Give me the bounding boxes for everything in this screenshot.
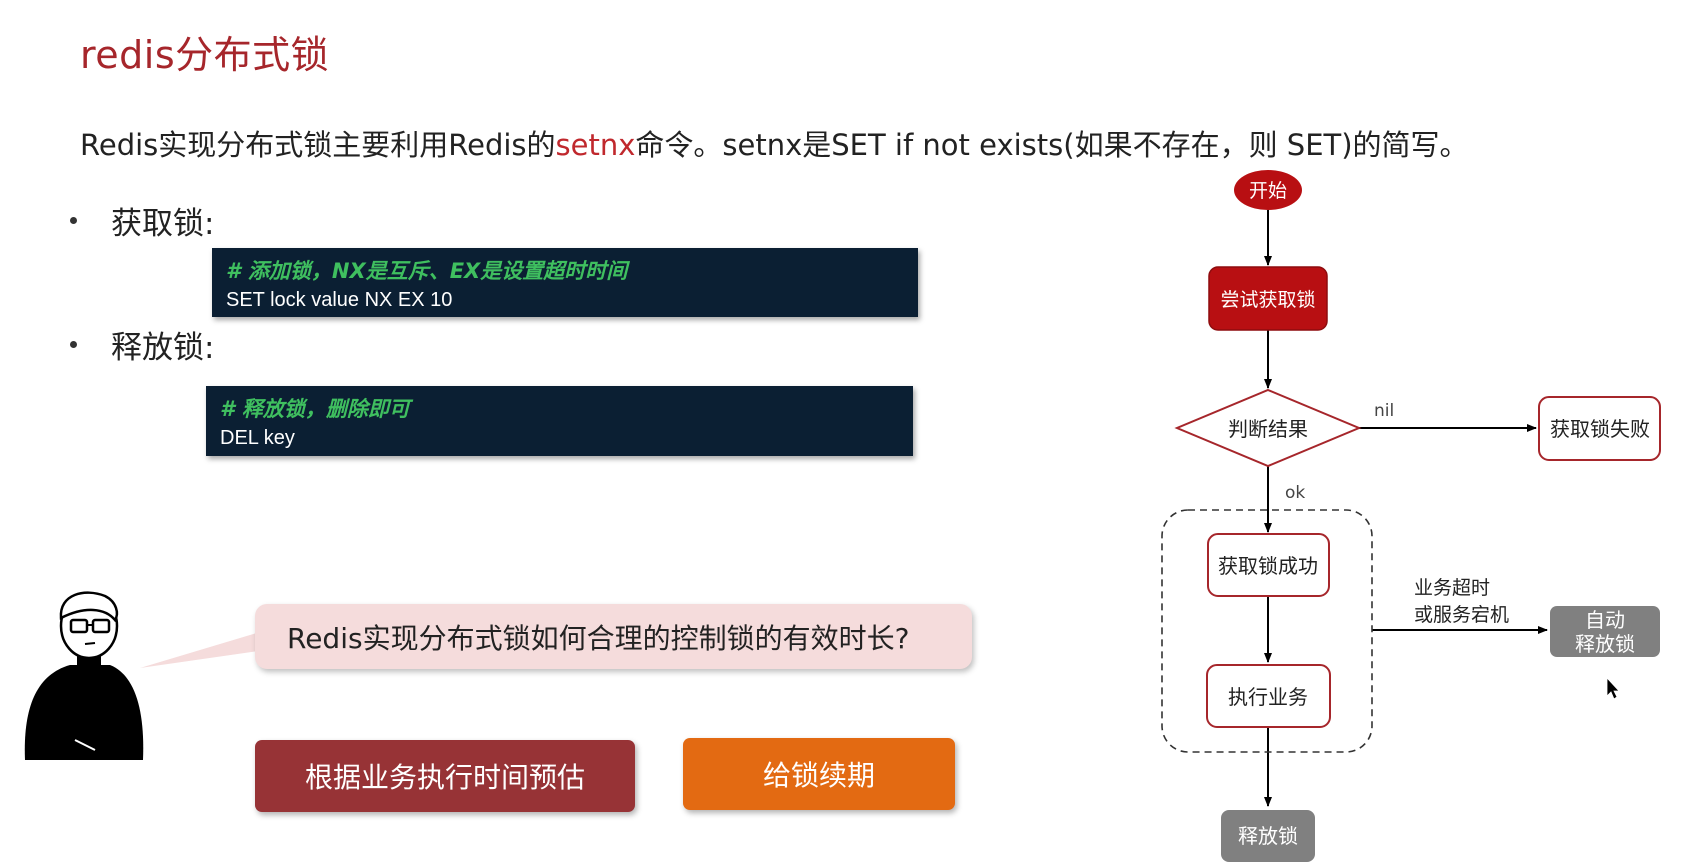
person-arm-line [74,739,96,751]
node-auto-release-label-1: 自动 [1585,608,1625,632]
node-try-acquire [1208,266,1328,331]
code-block-acquire: # 添加锁，NX是互斥、EX是设置超时时间 SET lock value NX … [212,248,918,317]
intro-highlight: setnx [555,128,636,162]
node-try-acquire-label: 尝试获取锁 [1220,289,1315,311]
node-acquire-fail [1538,396,1661,461]
bullet-release-label: 释放锁: [111,330,215,366]
person-mouth [84,642,96,645]
edge-label-timeout-2: 或服务宕机 [1414,604,1509,626]
edge-label-timeout-1: 业务超时 [1414,577,1490,599]
code-command-release: DEL key [220,427,295,449]
node-release [1221,810,1315,862]
code-comment-release: # 释放锁，删除即可 [220,397,410,421]
node-acquire-success [1207,533,1330,597]
node-judge-label: 判断结果 [1228,417,1308,441]
bullet-acquire: 获取锁: [70,198,214,243]
intro-text: Redis实现分布式锁主要利用Redis的setnx命令。setnx是SET i… [80,122,1469,164]
question-text: Redis实现分布式锁如何合理的控制锁的有效时长? [287,621,910,655]
bullet-dot [70,217,77,224]
edge-label-nil: nil [1374,401,1394,421]
node-start-label: 开始 [1249,180,1287,202]
mouse-cursor-icon [1606,676,1620,700]
node-auto-release [1550,606,1660,657]
edge-label-ok: ok [1285,483,1305,503]
business-group-box [1161,509,1373,753]
renew-lock-button[interactable]: 给锁续期 [683,738,955,810]
intro-before: Redis实现分布式锁主要利用Redis的 [80,128,556,162]
bullet-release: 释放锁: [70,322,214,367]
person-body [24,665,144,760]
node-judge [1174,388,1362,468]
page-title: redis分布式锁 [80,33,330,77]
estimate-duration-button[interactable]: 根据业务执行时间预估 [255,740,635,812]
bullet-acquire-label: 获取锁: [111,206,215,242]
node-acquire-success-label: 获取锁成功 [1218,554,1318,578]
question-bubble: Redis实现分布式锁如何合理的控制锁的有效时长? [255,604,972,669]
node-acquire-fail-label: 获取锁失败 [1550,417,1650,441]
code-block-release: # 释放锁，删除即可 DEL key [206,386,913,456]
node-execute-label: 执行业务 [1228,685,1308,709]
node-start [1234,170,1302,210]
node-auto-release-label-2: 释放锁 [1575,632,1635,656]
code-command-acquire: SET lock value NX EX 10 [226,289,453,311]
node-release-label: 释放锁 [1238,824,1298,848]
intro-after: 命令。setnx是SET if not exists(如果不存在，则 SET)的… [635,128,1469,162]
person-hair [59,591,119,623]
code-comment-acquire: # 添加锁，NX是互斥、EX是设置超时时间 [226,259,628,283]
thinking-person-illustration [24,591,144,760]
node-execute [1206,664,1331,728]
bubble-tail [140,632,265,668]
bullet-dot [70,341,77,348]
